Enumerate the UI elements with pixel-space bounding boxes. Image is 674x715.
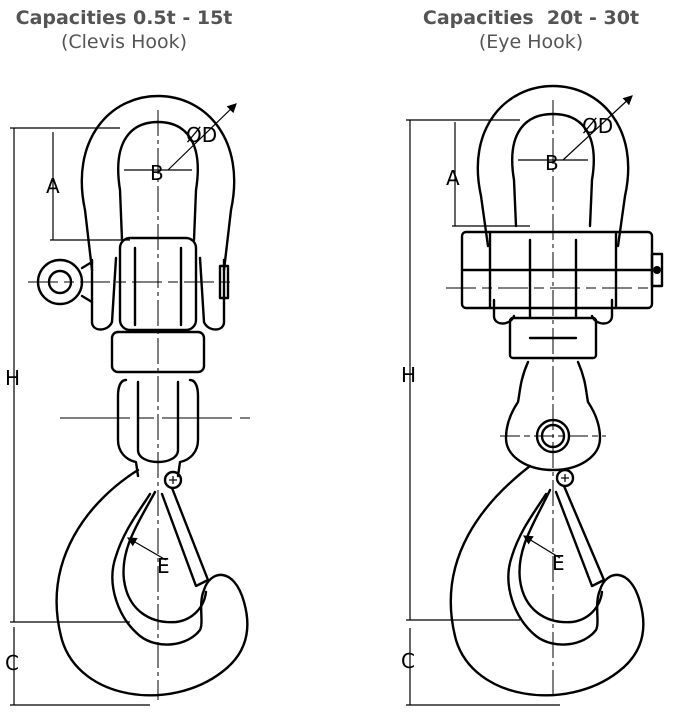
left-title: Capacities 0.5t - 15t (15, 7, 233, 29)
right-label-h: H (401, 363, 416, 387)
right-label-e: E (552, 551, 565, 575)
left-label-b: B (150, 161, 164, 185)
clevis-hook-drawing (10, 94, 250, 706)
right-label-a: A (446, 166, 460, 190)
right-label-d: ØD (582, 114, 613, 138)
right-title: Capacities 20t - 30t (422, 7, 640, 29)
right-subtitle: (Eye Hook) (478, 31, 584, 53)
left-label-d: ØD (186, 123, 217, 147)
left-label-c: C (5, 651, 19, 675)
right-d-leader (562, 95, 633, 161)
left-label-h: H (5, 366, 20, 390)
left-d-leader (167, 103, 237, 171)
left-subtitle: (Clevis Hook) (60, 31, 188, 53)
right-heading: Capacities 20t - 30t (Eye Hook) (400, 6, 662, 54)
right-label-b: B (545, 151, 559, 175)
eye-hook-drawing (406, 84, 664, 706)
right-label-c: C (401, 649, 415, 673)
left-label-a: A (46, 174, 60, 198)
left-heading: Capacities 0.5t - 15t (Clevis Hook) (0, 6, 248, 54)
left-label-e: E (157, 554, 170, 578)
